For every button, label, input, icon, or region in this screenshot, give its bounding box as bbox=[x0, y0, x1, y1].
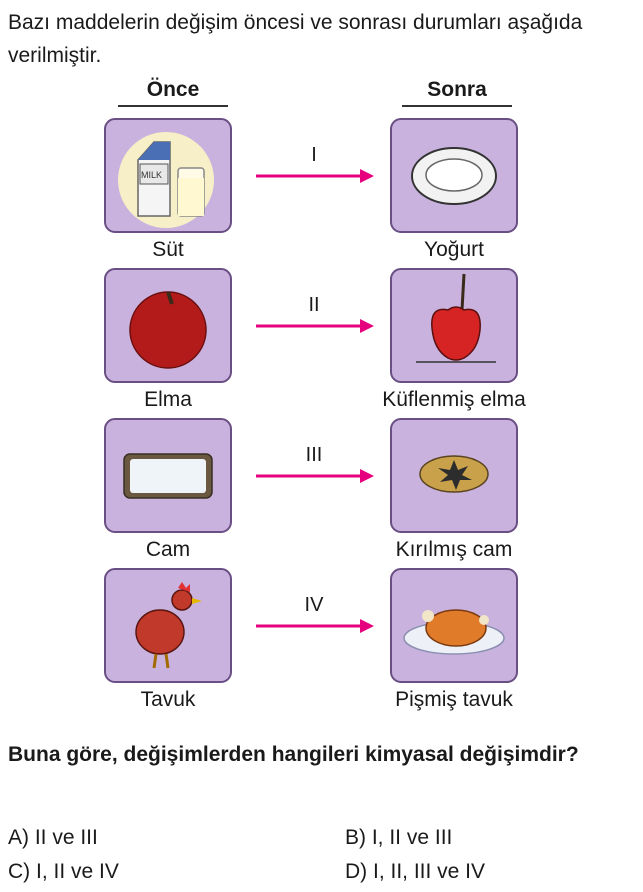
card-roast-chicken bbox=[390, 568, 518, 683]
card-apple bbox=[104, 268, 232, 383]
label-after-3: Kırılmış cam bbox=[395, 538, 513, 561]
card-chicken bbox=[104, 568, 232, 683]
option-b[interactable]: B) I, II ve III bbox=[345, 826, 453, 849]
card-broken-glass bbox=[390, 418, 518, 533]
card-milk: MILK bbox=[104, 118, 232, 233]
label-after-4: Pişmiş tavuk bbox=[395, 688, 513, 711]
roman-2: II bbox=[308, 294, 320, 316]
moldy-apple-icon bbox=[416, 273, 496, 363]
milk-carton-text: MILK bbox=[141, 170, 162, 180]
chicken-icon bbox=[135, 582, 202, 669]
arrow-1 bbox=[256, 169, 374, 183]
card-yogurt bbox=[390, 118, 518, 233]
apple-icon bbox=[129, 291, 207, 369]
header-after-underline bbox=[402, 105, 512, 107]
header-before: Önce bbox=[118, 78, 228, 107]
label-before-1: Süt bbox=[152, 238, 184, 261]
arrow-2 bbox=[256, 319, 374, 333]
header-after: Sonra bbox=[402, 78, 512, 107]
header-before-underline bbox=[118, 105, 228, 107]
arrow-3 bbox=[256, 469, 374, 483]
option-d[interactable]: D) I, II, III ve IV bbox=[345, 860, 486, 883]
label-before-3: Cam bbox=[145, 538, 191, 561]
label-after-2: Küflenmiş elma bbox=[382, 388, 526, 411]
glass-pane-icon bbox=[123, 453, 213, 499]
yogurt-bowl-icon bbox=[411, 147, 497, 205]
label-before-4: Tavuk bbox=[140, 688, 196, 711]
card-glass bbox=[104, 418, 232, 533]
intro-text: Bazı maddelerin değişim öncesi ve sonras… bbox=[8, 11, 583, 67]
broken-glass-icon bbox=[419, 455, 489, 493]
label-after-1: Yoğurt bbox=[424, 238, 484, 261]
arrow-4 bbox=[256, 619, 374, 633]
roman-1: I bbox=[311, 144, 317, 166]
question-text: Buna göre, değişimlerden hangileri kimya… bbox=[8, 743, 579, 766]
roman-3: III bbox=[305, 444, 323, 466]
roast-chicken-icon bbox=[403, 609, 505, 655]
header-after-label: Sonra bbox=[427, 78, 487, 101]
option-a[interactable]: A) II ve III bbox=[8, 826, 98, 849]
label-before-2: Elma bbox=[144, 388, 192, 411]
option-c[interactable]: C) I, II ve IV bbox=[8, 860, 119, 883]
roman-4: IV bbox=[304, 594, 324, 616]
card-moldy-apple bbox=[390, 268, 518, 383]
header-before-label: Önce bbox=[146, 78, 200, 101]
milk-icon: MILK bbox=[118, 132, 214, 228]
